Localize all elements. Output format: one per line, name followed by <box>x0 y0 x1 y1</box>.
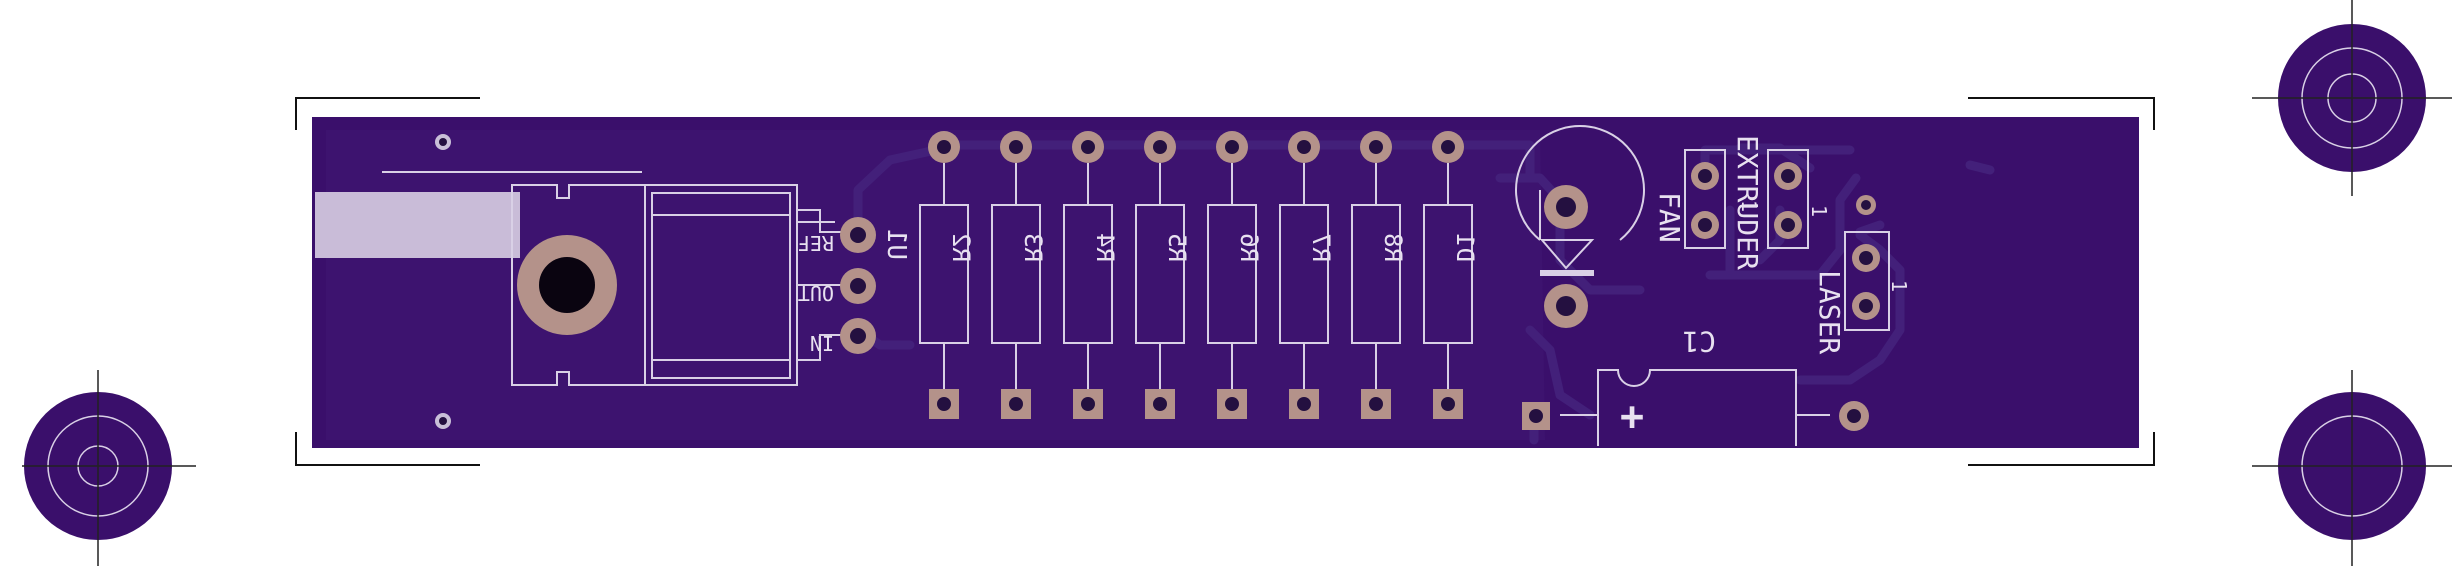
resistor-designator: R7 <box>1307 233 1335 262</box>
resistor-drill <box>1225 140 1239 154</box>
connector-fan-pin1: 1 <box>1737 200 1761 212</box>
capacitor-designator: C1 <box>1682 325 1716 358</box>
connector-extruder: 1 EXTRUDER <box>1731 135 1831 270</box>
connector-extruder-label: EXTRUDER <box>1731 135 1764 270</box>
resistor-8: D1 <box>1423 131 1479 419</box>
capacitor-c1: + C1 <box>1522 325 1869 446</box>
regulator-pin-ref: REF <box>798 231 834 255</box>
resistor-drill <box>937 397 951 411</box>
resistor-designator: R3 <box>1019 233 1047 262</box>
resistor-drill <box>1297 397 1311 411</box>
resistor-designator: R5 <box>1163 233 1191 262</box>
fiducial-bottom-left <box>435 413 451 429</box>
resistor-1: R2 <box>919 131 975 419</box>
resistor-2: R3 <box>991 131 1047 419</box>
resistor-designator: R4 <box>1091 233 1119 262</box>
resistor-7: R8 <box>1351 131 1407 419</box>
resistor-drill <box>1153 140 1167 154</box>
regulator-u1: REF OUT IN U1 <box>315 184 911 386</box>
resistor-drill <box>1009 140 1023 154</box>
connector-laser: 1 LASER <box>1813 195 1911 354</box>
resistor-drill <box>1297 140 1311 154</box>
resistor-drill <box>1441 140 1455 154</box>
crop-marks <box>295 97 2155 466</box>
resistor-6: R7 <box>1279 131 1335 419</box>
capacitor-polarity: + <box>1620 394 1644 440</box>
resistor-designator: R6 <box>1235 233 1263 262</box>
resistor-designator: R2 <box>947 233 975 262</box>
resistor-drill <box>937 140 951 154</box>
connector-extruder-pin1: 1 <box>1807 205 1831 217</box>
resistor-3: R4 <box>1063 131 1119 419</box>
mounting-hole-top-right <box>2252 0 2452 196</box>
mounting-hole-left <box>22 370 196 566</box>
resistor-designator: R8 <box>1379 233 1407 262</box>
regulator-heat-tab <box>315 192 520 258</box>
connector-laser-pin1: 1 <box>1887 280 1911 292</box>
led-indicator <box>1515 125 1645 328</box>
resistor-4: R5 <box>1135 131 1191 419</box>
resistor-array: R2 R3 R4 R5 R6 R7 R8 D1 <box>919 131 1479 419</box>
connector-fan: 1 FAN <box>1653 149 1761 249</box>
resistor-5: R6 <box>1207 131 1263 419</box>
regulator-pin-out: OUT <box>798 281 834 305</box>
mounting-hole-bottom-right <box>2252 370 2452 566</box>
fiducial-top-left <box>435 134 451 150</box>
resistor-drill <box>1369 397 1383 411</box>
connector-laser-label: LASER <box>1813 270 1846 354</box>
regulator-designator: U1 <box>881 229 911 260</box>
resistor-drill <box>1081 397 1095 411</box>
resistor-drill <box>1225 397 1239 411</box>
resistor-designator: D1 <box>1451 233 1479 262</box>
resistor-drill <box>1153 397 1167 411</box>
resistor-drill <box>1081 140 1095 154</box>
copper-pour <box>326 130 1545 440</box>
resistor-drill <box>1441 397 1455 411</box>
resistor-drill <box>1369 140 1383 154</box>
connector-fan-label: FAN <box>1653 192 1686 243</box>
regulator-pin-in: IN <box>810 331 834 355</box>
resistor-drill <box>1009 397 1023 411</box>
